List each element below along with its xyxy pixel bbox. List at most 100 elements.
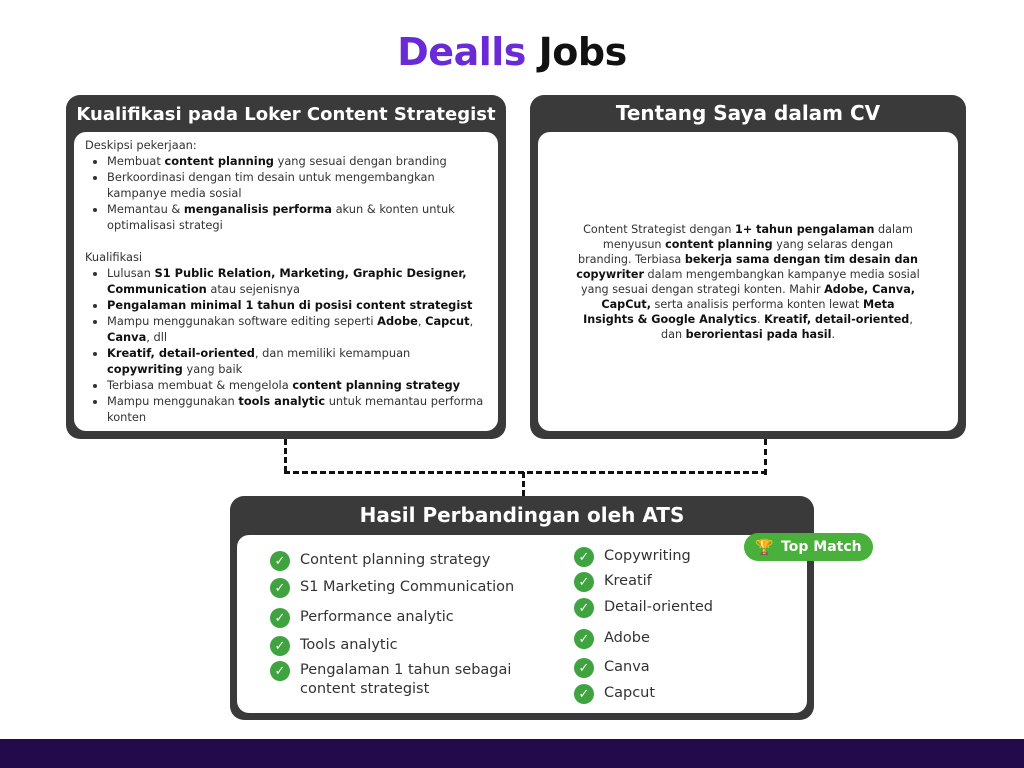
- matched-item: ✓ Capcut: [574, 684, 774, 704]
- text: ,: [469, 314, 474, 328]
- text: Memantau &: [107, 202, 184, 216]
- cv-about-title: Tentang Saya dalam CV: [615, 101, 881, 125]
- footer-bar: [0, 739, 1024, 768]
- matched-item-label: Capcut: [604, 685, 656, 701]
- qualification-item: Pengalaman minimal 1 tahun di posisi con…: [107, 297, 488, 313]
- bold-text: Adobe: [377, 314, 418, 328]
- matched-item-label: Copywriting: [604, 548, 691, 564]
- text: , dan memiliki kemampuan: [254, 346, 411, 360]
- text: .: [756, 312, 765, 326]
- cv-about-body: Content Strategist dengan 1+ tahun penga…: [538, 132, 958, 431]
- text: .: [831, 327, 835, 341]
- bold-text: content planning: [665, 237, 773, 251]
- job-qualification-body: Deskipsi pekerjaan: Membuat content plan…: [74, 132, 498, 431]
- check-circle-icon: ✓: [270, 661, 290, 681]
- qualification-item: Kreatif, detail-oriented, dan memiliki k…: [107, 345, 488, 377]
- connector-center: [522, 472, 525, 496]
- check-circle-icon: ✓: [574, 629, 594, 649]
- bold-text: 1+ tahun pengalaman: [735, 222, 875, 236]
- text: Mampu menggunakan: [107, 394, 239, 408]
- bold-text: berorientasi pada hasil: [685, 327, 832, 341]
- bold-text: content planning: [164, 154, 274, 168]
- connector-horizontal: [284, 471, 767, 474]
- connector-right: [764, 439, 767, 475]
- bold-text: tools analytic: [238, 394, 326, 408]
- matched-item-label: S1 Marketing Communication: [300, 579, 515, 595]
- check-circle-icon: ✓: [270, 608, 290, 628]
- ats-result-title: Hasil Perbandingan oleh ATS: [359, 503, 685, 527]
- matched-item: ✓ Adobe: [574, 629, 774, 649]
- top-match-label: Top Match: [781, 539, 862, 555]
- matched-item: ✓Pengalaman 1 tahun sebagai content stra…: [270, 661, 570, 699]
- text: ,: [417, 314, 426, 328]
- check-circle-icon: ✓: [270, 636, 290, 656]
- text: Berkoordinasi dengan tim desain untuk me…: [107, 170, 435, 200]
- text: dalam menyusun: [602, 222, 913, 251]
- qualification-heading: Kualifikasi: [85, 250, 143, 264]
- text: Mampu menggunakan software editing seper…: [107, 314, 378, 328]
- top-match-badge: 🏆 Top Match: [744, 533, 873, 561]
- matched-item: ✓ Kreatif: [574, 572, 774, 592]
- cv-about-paragraph: Content Strategist dengan 1+ tahun penga…: [576, 222, 920, 342]
- text: akun & konten untuk optimalisasi strateg…: [107, 202, 455, 232]
- check-circle-icon: ✓: [270, 578, 290, 598]
- qualification-item: Mampu menggunakan tools analytic untuk m…: [107, 393, 488, 425]
- description-item: Memantau & menganalisis performa akun & …: [107, 201, 488, 233]
- check-circle-icon: ✓: [574, 572, 594, 592]
- matched-item-label: Tools analytic: [300, 637, 398, 653]
- text: serta analisis performa konten lewat: [650, 297, 863, 311]
- bold-text: S1 Public Relation, Marketing, Graphic D…: [107, 266, 467, 296]
- matched-item-label: Canva: [604, 659, 650, 675]
- matched-item: ✓ S1 Marketing Communication: [270, 578, 570, 598]
- matched-item-label: Adobe: [604, 630, 650, 646]
- text: Content Strategist dengan: [583, 222, 736, 236]
- qualification-item: Lulusan S1 Public Relation, Marketing, G…: [107, 265, 488, 297]
- check-circle-icon: ✓: [574, 547, 594, 567]
- check-circle-icon: ✓: [574, 598, 594, 618]
- check-circle-icon: ✓: [574, 658, 594, 678]
- bold-text: copywriting: [107, 362, 183, 376]
- page-title: Dealls Jobs: [0, 30, 1024, 74]
- bold-text: bekerja sama dengan tim desain dan copyw…: [576, 252, 919, 281]
- check-circle-icon: ✓: [270, 551, 290, 571]
- matched-item: ✓ Content planning strategy: [270, 551, 570, 571]
- bold-text: menganalisis performa: [183, 202, 332, 216]
- job-qualification-title: Kualifikasi pada Loker Content Strategis…: [76, 104, 496, 125]
- text: yang baik: [182, 362, 243, 376]
- matched-item-label: Content planning strategy: [300, 552, 491, 568]
- text: yang selaras dengan branding. Terbiasa: [577, 237, 894, 266]
- text: , dll: [146, 330, 168, 344]
- title-rest: Jobs: [538, 30, 628, 74]
- matched-item-label: Performance analytic: [300, 609, 454, 625]
- cv-about-card: Tentang Saya dalam CV Content Strategist…: [530, 95, 966, 439]
- text: untuk memantau performa konten: [107, 394, 484, 424]
- text: dalam mengembangkan kampanye media sosia…: [580, 267, 920, 296]
- ats-result-card: Hasil Perbandingan oleh ATS ✓ Content pla…: [230, 496, 814, 720]
- ats-result-body: ✓ Content planning strategy ✓ S1 Marketing …: [237, 535, 807, 713]
- matched-item: ✓ Tools analytic: [270, 636, 570, 656]
- description-item: Berkoordinasi dengan tim desain untuk me…: [107, 169, 488, 201]
- description-item: Membuat content planning yang sesuai den…: [107, 153, 488, 169]
- bold-text: Capcut: [425, 314, 470, 328]
- check-circle-icon: ✓: [574, 684, 594, 704]
- text: Lulusan: [107, 266, 155, 280]
- bold-text: Adobe, Canva, CapCut,: [601, 282, 916, 311]
- matched-item-label: Detail-oriented: [604, 599, 713, 615]
- description-heading: Deskipsi pekerjaan:: [85, 138, 197, 152]
- text: , dan: [660, 312, 913, 341]
- bold-text: Kreatif, detail-oriented: [107, 346, 255, 360]
- qualification-list: Lulusan S1 Public Relation, Marketing, G…: [107, 265, 488, 425]
- matched-item: ✓ Detail-oriented: [574, 598, 774, 618]
- bold-text: Meta Insights & Google Analytics: [583, 297, 895, 326]
- matched-item: ✓ Canva: [574, 658, 774, 678]
- trophy-icon: 🏆: [755, 538, 775, 556]
- brand-name: Dealls: [397, 30, 526, 74]
- matched-item: ✓ Performance analytic: [270, 608, 570, 628]
- qualification-item: Terbiasa membuat & mengelola content pla…: [107, 377, 488, 393]
- matched-item-label: Kreatif: [604, 573, 652, 589]
- bold-text: Canva: [107, 330, 147, 344]
- job-qualification-card: Kualifikasi pada Loker Content Strategis…: [66, 95, 506, 439]
- text: Terbiasa membuat & mengelola: [107, 378, 293, 392]
- text: yang sesuai dengan branding: [273, 154, 447, 168]
- text: atau sejenisnya: [206, 282, 301, 296]
